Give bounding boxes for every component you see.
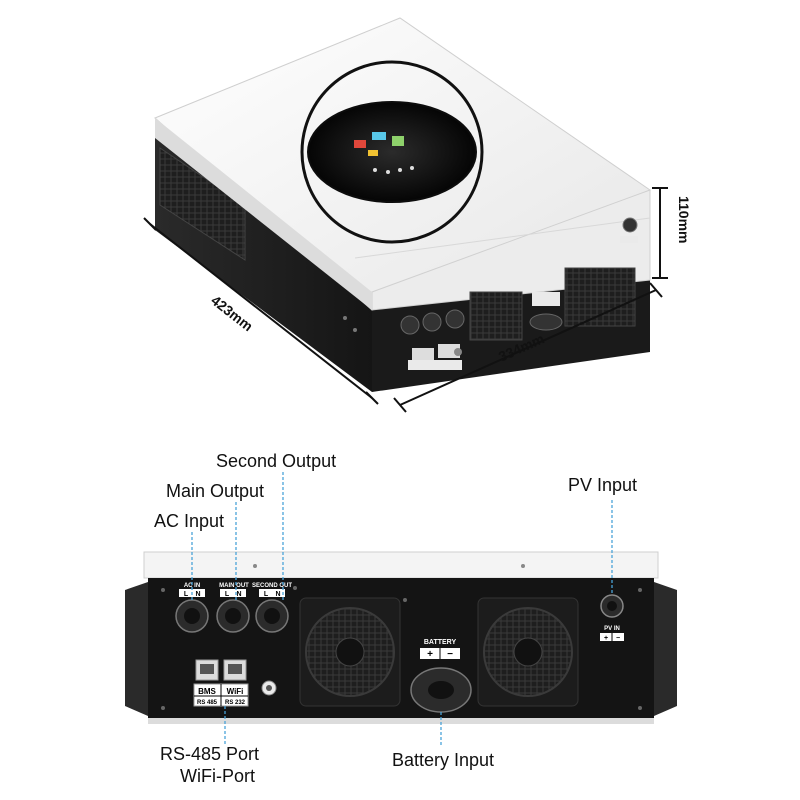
- front-top-lip: [143, 551, 659, 579]
- callout-wifi-port: WiFi-Port: [180, 766, 255, 786]
- main-out-l: L: [225, 591, 230, 598]
- screen-ring: [300, 60, 484, 244]
- callout-second-output: Second Output: [216, 451, 337, 471]
- callout-pv-input: PV Input: [568, 475, 638, 495]
- main-out-n: N: [236, 591, 241, 598]
- callout-battery-input: Battery Input: [392, 750, 495, 770]
- second-out-l: L: [264, 591, 269, 598]
- callout-main-output: Main Output: [166, 481, 265, 501]
- isometric-view: [143, 17, 668, 413]
- label-main-out: MAIN OUT: [219, 583, 249, 589]
- callout-ac-input: AC Input: [154, 511, 225, 531]
- callout-rs485-port: RS-485 Port: [160, 744, 260, 764]
- main-output-gland: [216, 599, 250, 633]
- display-screen: [308, 102, 476, 202]
- label-rs485: RS 485: [197, 700, 218, 706]
- left-fan: [299, 597, 401, 707]
- second-out-n: N: [275, 591, 280, 598]
- battery-terminal: BATTERY + −: [410, 639, 472, 713]
- ac-in-l: L: [184, 591, 189, 598]
- screen-icons: [354, 132, 414, 174]
- label-bms: BMS: [198, 687, 216, 696]
- label-wifi: WiFi: [227, 687, 244, 696]
- front-panel-view: AC IN MAIN OUT SECOND OUT L N L N L N: [125, 472, 677, 746]
- front-ports: [343, 217, 638, 370]
- pv-input-terminal: PV IN + −: [600, 594, 624, 642]
- label-rs232: RS 232: [225, 700, 246, 706]
- label-second-out: SECOND OUT: [252, 583, 292, 589]
- callout-lines: [191, 472, 613, 746]
- right-fan: [477, 597, 579, 707]
- communication-ports: BMS WiFi RS 485 RS 232: [193, 659, 277, 707]
- panel-screws: [161, 586, 642, 710]
- dimension-height: 110mm: [676, 196, 692, 244]
- output-terminal-labels: AC IN MAIN OUT SECOND OUT: [184, 583, 293, 589]
- second-output-gland: [255, 599, 289, 633]
- dimension-lines: [143, 187, 668, 413]
- battery-minus: −: [447, 649, 453, 660]
- battery-plus: +: [427, 649, 433, 660]
- ac-in-n: N: [195, 591, 200, 598]
- left-white-band: [155, 118, 372, 310]
- pv-minus: −: [616, 635, 620, 642]
- label-battery: BATTERY: [424, 639, 457, 646]
- ac-input-gland: [175, 599, 209, 633]
- label-pv-in: PV IN: [604, 626, 620, 632]
- label-ac-in: AC IN: [184, 583, 200, 589]
- pv-plus: +: [604, 635, 608, 642]
- ln-boxes: L N L N L N: [179, 589, 285, 598]
